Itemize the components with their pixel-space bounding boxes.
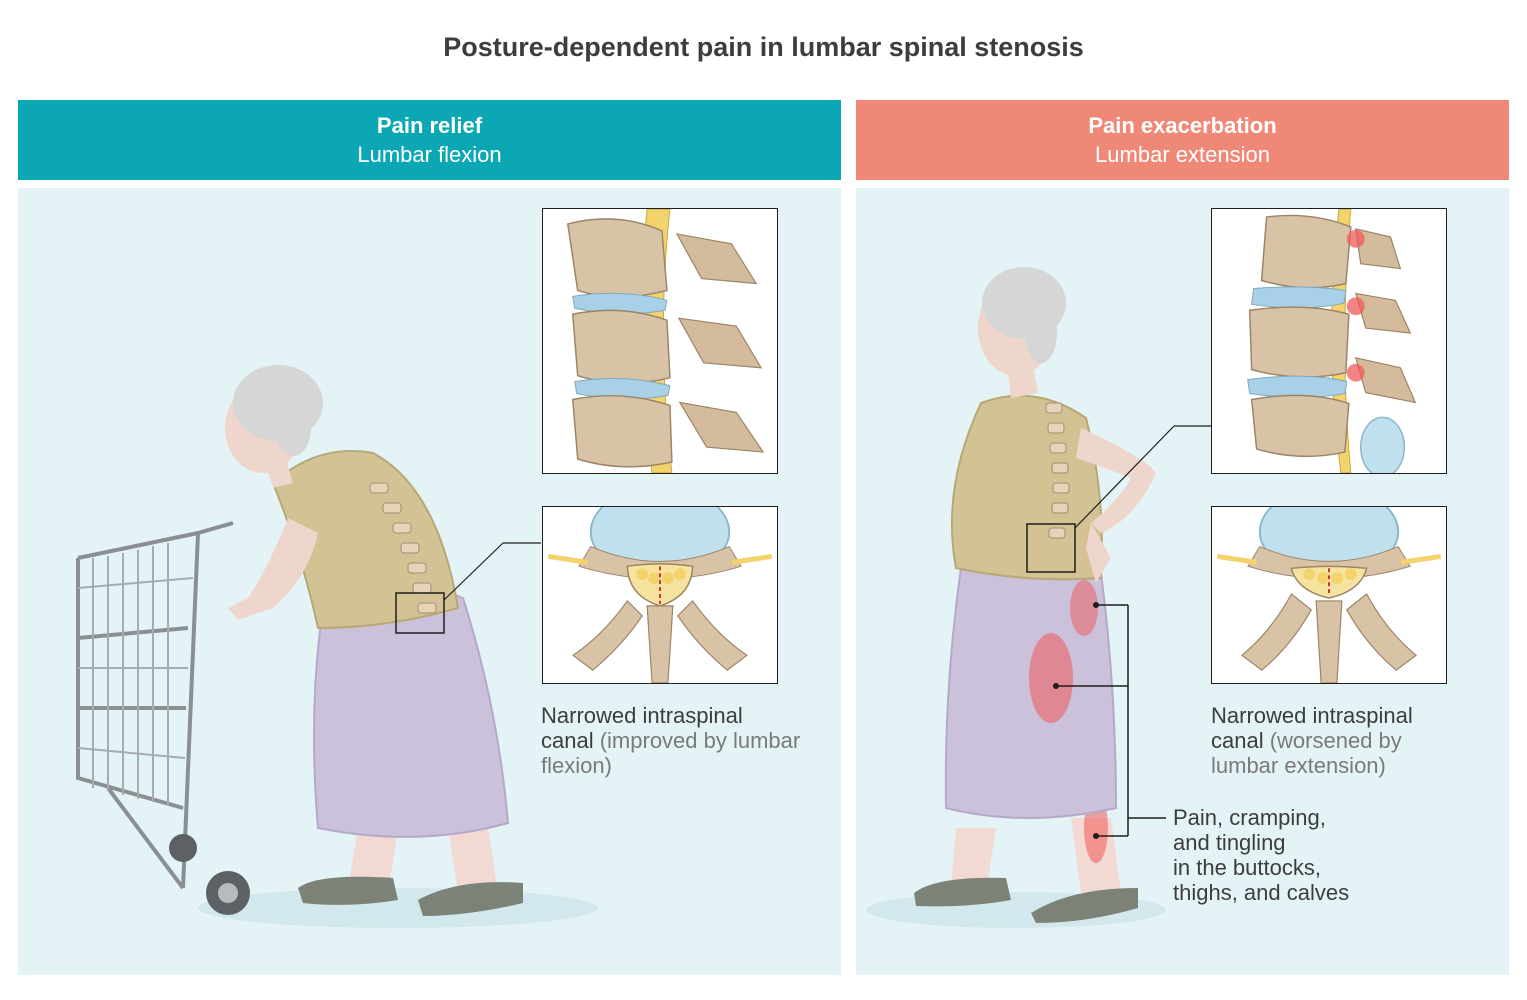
symptoms-line: in the buttocks, xyxy=(1173,855,1349,880)
extension-panel-header: Pain exacerbation Lumbar extension xyxy=(856,100,1509,180)
symptoms-annotation: Pain, cramping, and tingling in the butt… xyxy=(1173,805,1349,905)
extension-panel-body: Narrowed intraspinal canal (worsened by … xyxy=(856,188,1509,975)
extension-subheading: Lumbar extension xyxy=(1095,140,1270,169)
flexion-lateral-spine xyxy=(543,209,777,473)
walker-basket xyxy=(78,543,193,805)
extension-canal-cross-section xyxy=(1212,507,1446,683)
flexion-heading: Pain relief xyxy=(377,111,482,140)
extension-lateral-spine xyxy=(1212,209,1446,473)
extension-caption: Narrowed intraspinal canal (worsened by … xyxy=(1211,703,1471,778)
flexion-caption: Narrowed intraspinal canal (improved by … xyxy=(541,703,801,778)
extension-spine-inset xyxy=(1211,208,1447,474)
flexion-subheading: Lumbar flexion xyxy=(357,140,501,169)
extension-canal-inset xyxy=(1211,506,1447,684)
symptoms-line: and tingling xyxy=(1173,830,1349,855)
flexion-canal-cross-section xyxy=(543,507,777,683)
flexion-canal-inset xyxy=(542,506,778,684)
walker-frame xyxy=(78,523,233,888)
flexion-panel-header: Pain relief Lumbar flexion xyxy=(18,100,841,180)
extension-heading: Pain exacerbation xyxy=(1088,111,1276,140)
symptoms-line: Pain, cramping, xyxy=(1173,805,1349,830)
flexion-panel-body: Narrowed intraspinal canal (improved by … xyxy=(18,188,841,975)
flexion-spine-inset xyxy=(542,208,778,474)
extension-panel: Pain exacerbation Lumbar extension xyxy=(856,100,1509,975)
symptoms-line: thighs, and calves xyxy=(1173,880,1349,905)
flexion-panel: Pain relief Lumbar flexion xyxy=(18,100,841,975)
main-title: Posture-dependent pain in lumbar spinal … xyxy=(0,32,1527,63)
